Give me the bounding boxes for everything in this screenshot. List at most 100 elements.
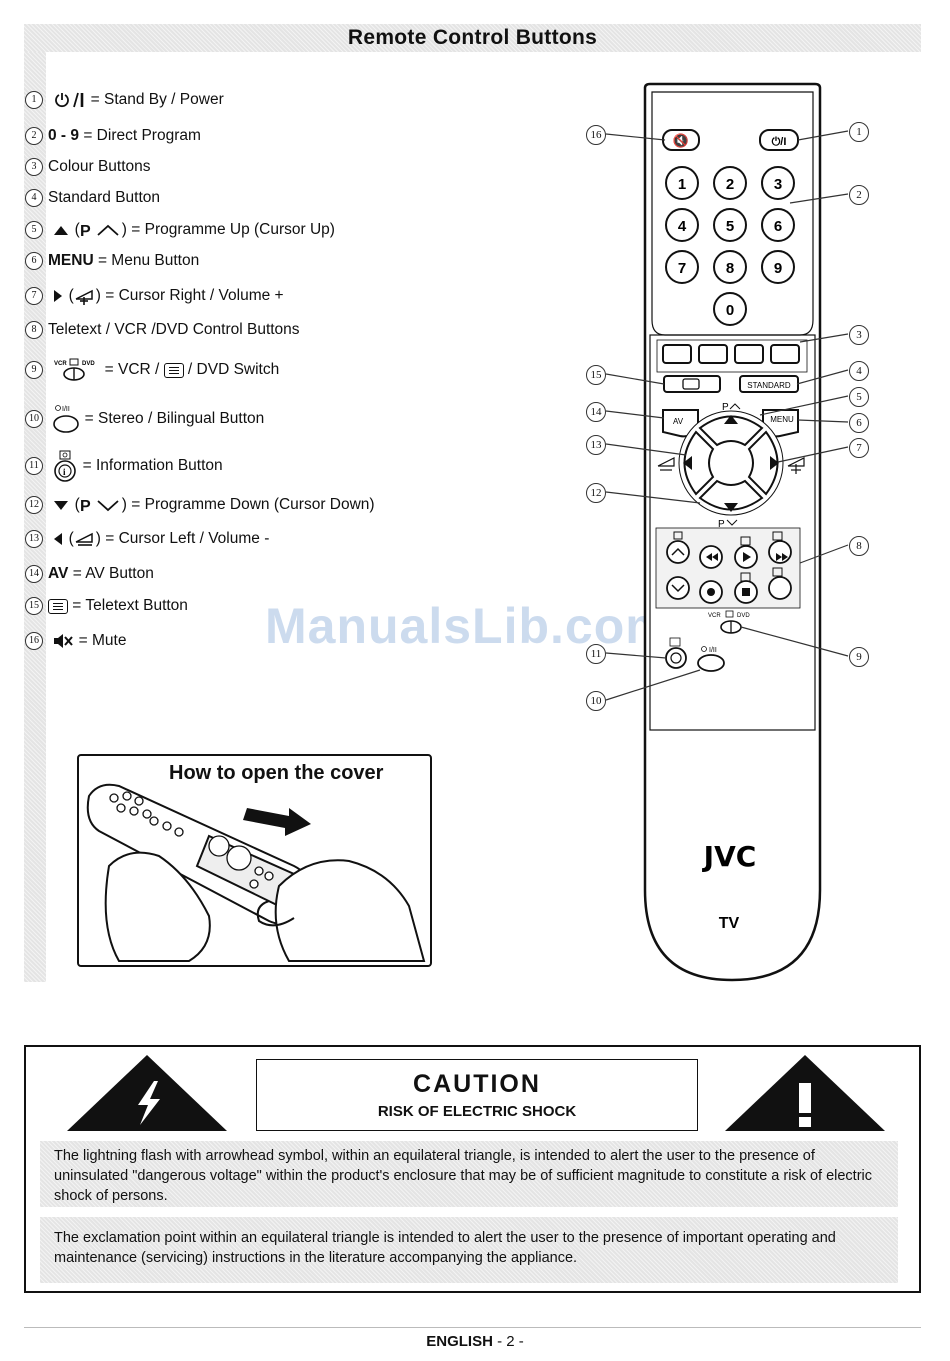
callout-2: 2 bbox=[849, 185, 869, 205]
legend-text: Teletext / VCR /DVD Control Buttons bbox=[48, 321, 300, 339]
digit-button-0[interactable] bbox=[713, 292, 747, 326]
footer-page-number: - 2 - bbox=[497, 1333, 524, 1350]
mute-icon bbox=[54, 634, 74, 648]
programme-up-icon: P bbox=[80, 223, 119, 238]
digit-button-3[interactable] bbox=[761, 166, 795, 200]
cursor-right-button[interactable] bbox=[747, 430, 779, 496]
callout-8: 8 bbox=[849, 536, 869, 556]
caution-paragraph-1: The lightning flash with arrowhead symbo… bbox=[40, 1141, 898, 1207]
info-button[interactable] bbox=[665, 647, 687, 669]
brand-logo: JVC bbox=[702, 840, 757, 873]
callout-12: 12 bbox=[586, 483, 606, 503]
dvd-label: DVD bbox=[737, 613, 750, 619]
record-icon bbox=[707, 588, 715, 596]
legend-text: Standard Button bbox=[48, 189, 161, 207]
power-icon: ⏻/I bbox=[772, 135, 787, 148]
caution-box: CAUTION RISK OF ELECTRIC SHOCK The light… bbox=[24, 1045, 921, 1293]
digit-button-8[interactable] bbox=[713, 250, 747, 284]
exclamation-warning-icon bbox=[725, 1055, 885, 1131]
svg-text:I/II: I/II bbox=[62, 406, 70, 413]
page-header: Remote Control Buttons bbox=[24, 24, 921, 52]
legend-number: 1 bbox=[25, 91, 43, 109]
legend-text: = Direct Program bbox=[79, 127, 201, 145]
stop-icon bbox=[742, 588, 750, 596]
digit-label-3: 3 bbox=[774, 176, 782, 193]
svg-text:P: P bbox=[80, 223, 91, 238]
colour-button-yellow[interactable] bbox=[734, 344, 764, 364]
volume-up-icon bbox=[75, 289, 93, 305]
colour-button-red[interactable] bbox=[662, 344, 692, 364]
legend-item-10: 10 I/II = Stereo / Bilingual Button bbox=[25, 404, 264, 434]
info-icon bbox=[670, 652, 682, 664]
p-up-label: P bbox=[722, 402, 729, 413]
legend-item-7: 7 () = Cursor Right / Volume + bbox=[25, 287, 284, 305]
digit-button-1[interactable] bbox=[665, 166, 699, 200]
caution-paragraph-2: The exclamation point within an equilate… bbox=[40, 1217, 898, 1283]
legend-number: 15 bbox=[25, 597, 43, 615]
digit-button-2[interactable] bbox=[713, 166, 747, 200]
digit-button-6[interactable] bbox=[761, 208, 795, 242]
standard-label: STANDARD bbox=[747, 381, 791, 390]
power-icon bbox=[55, 92, 84, 108]
fast-forward-button[interactable] bbox=[768, 540, 792, 564]
info-button-icon: i bbox=[54, 450, 77, 482]
dpad bbox=[678, 410, 784, 516]
stereo-button-icon: I/II bbox=[53, 405, 80, 433]
digit-button-5[interactable] bbox=[713, 208, 747, 242]
callout-10: 10 bbox=[586, 691, 606, 711]
stereo-button[interactable] bbox=[697, 654, 725, 672]
digit-label-6: 6 bbox=[774, 218, 782, 235]
legend-text: ) = Programme Down (Cursor Down) bbox=[121, 496, 375, 514]
digit-label-4: 4 bbox=[678, 218, 687, 235]
teletext-icon bbox=[163, 362, 184, 378]
programme-down-icon: P bbox=[80, 498, 119, 513]
legend-item-15: 15 = Teletext Button bbox=[25, 597, 188, 615]
legend-number: 12 bbox=[25, 496, 43, 514]
watermark: ManualsLib.com bbox=[265, 598, 671, 654]
digit-button-9[interactable] bbox=[761, 250, 795, 284]
legend-item-5: 5 (P) = Programme Up (Cursor Up) bbox=[25, 221, 335, 239]
remote-control-illustration: 🔇 ⏻/I 1 2 3 4 5 6 7 8 9 0 STANDARD AV ME… bbox=[605, 82, 849, 982]
programme-up-button[interactable] bbox=[698, 415, 764, 447]
legend-text: / DVD Switch bbox=[183, 361, 280, 379]
cursor-left-button[interactable] bbox=[683, 430, 715, 496]
volume-down-icon bbox=[75, 532, 93, 546]
programme-down-button[interactable] bbox=[698, 479, 764, 511]
colour-button-green[interactable] bbox=[698, 344, 728, 364]
legend-number: 5 bbox=[25, 221, 43, 239]
svg-text:DVD: DVD bbox=[82, 361, 95, 367]
caution-subtitle: RISK OF ELECTRIC SHOCK bbox=[377, 1103, 577, 1120]
chevron-up-icon bbox=[671, 547, 685, 556]
legend-text: = Menu Button bbox=[93, 252, 200, 270]
callout-leader-lines bbox=[605, 130, 849, 701]
digit-label-1: 1 bbox=[678, 176, 686, 193]
svg-text:P: P bbox=[80, 498, 91, 513]
callout-4: 4 bbox=[849, 361, 869, 381]
colour-button-blue[interactable] bbox=[770, 344, 800, 364]
teletext-icon bbox=[682, 378, 700, 390]
lightning-warning-icon bbox=[67, 1055, 227, 1131]
legend-bold: AV bbox=[48, 565, 69, 583]
legend-number: 6 bbox=[25, 252, 43, 270]
callout-5: 5 bbox=[849, 387, 869, 407]
cover-opening-illustration bbox=[86, 783, 426, 962]
legend-text: = Information Button bbox=[78, 457, 223, 475]
legend-text: ) = Cursor Right / Volume + bbox=[95, 287, 284, 305]
callout-15: 15 bbox=[586, 365, 606, 385]
svg-text:i: i bbox=[63, 467, 66, 477]
digit-button-7[interactable] bbox=[665, 250, 699, 284]
digit-button-4[interactable] bbox=[665, 208, 699, 242]
control-up-button[interactable] bbox=[666, 540, 690, 564]
legend-text: ) = Programme Up (Cursor Up) bbox=[121, 221, 335, 239]
teletext-icon bbox=[725, 610, 734, 618]
vcr-power-button[interactable] bbox=[768, 576, 792, 600]
legend-text: = Mute bbox=[74, 632, 127, 650]
control-down-button[interactable] bbox=[666, 576, 690, 600]
chevron-up-icon bbox=[729, 403, 741, 410]
teletext-icon bbox=[48, 598, 68, 614]
legend-text: Colour Buttons bbox=[48, 158, 151, 176]
